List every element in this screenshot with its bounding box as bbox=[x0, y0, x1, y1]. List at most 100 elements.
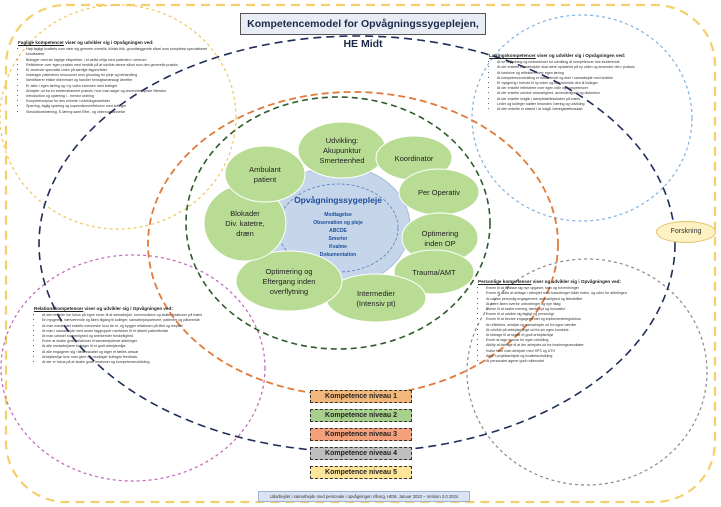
petal-label: dræn bbox=[236, 229, 254, 238]
competence-level-5: Kompetence niveau 5 bbox=[310, 466, 412, 479]
outer-yellow-frame bbox=[4, 3, 717, 504]
laerings-list-item: Leder og kolleger støtter hinanden i lær… bbox=[497, 102, 671, 107]
petal-shape bbox=[235, 250, 343, 312]
personlige-heading-rest: viser og udvikler sig i Opvågningen ved: bbox=[531, 279, 621, 284]
relations-list-item: At alle medarbejdere bidrager til et god… bbox=[42, 344, 248, 349]
personlige-list: Evnen til at tilpasse sig nye opgaver, k… bbox=[478, 286, 678, 364]
competence-level-3: Kompetence niveau 3 bbox=[310, 428, 412, 441]
petal-label: overflytning bbox=[270, 287, 308, 296]
competence-level-1: Kompetence niveau 1 bbox=[310, 390, 412, 403]
faglige-list-item: Simulationstræning, E-læring samt Efter-… bbox=[26, 110, 216, 115]
laerings-list: At se vejledning og instruktioner for ud… bbox=[489, 60, 671, 112]
petal-label: Optimering bbox=[422, 229, 459, 238]
petal-label: patient bbox=[254, 175, 277, 184]
relations-list-item: Evner at skabe gode relationer til samar… bbox=[42, 339, 248, 344]
personlige-list-item: Evnen til at udvikle sig fagligt og pers… bbox=[486, 312, 678, 317]
faglige-heading-rest: viser og udvikler sig i Opvågningen ved: bbox=[63, 40, 154, 45]
personlige-list-item: At bidrage til at skabe et godt arbejdsm… bbox=[486, 333, 678, 338]
petal-label: Smerteenhed bbox=[319, 156, 364, 165]
personlige-list-item: Evnen til at tilpasse sig nye opgaver, k… bbox=[486, 286, 678, 291]
personlige-list-item: Ability at bidrage til at der arbejdes u… bbox=[486, 343, 678, 348]
petal-label: inden OP bbox=[424, 239, 455, 248]
center-title: Opvågningssygepleje bbox=[294, 195, 382, 205]
laerings-heading: Læringskompetencer viser og udvikler sig… bbox=[489, 53, 671, 58]
personlige-list-item: Aktiv i projektarbejde og kvalitetsudvik… bbox=[486, 354, 678, 359]
laerings-list-item: At der enkelte indgår i arbejdsfællesska… bbox=[497, 97, 671, 102]
faglige-list-item: Højt fagligt kvalitets som viser sig gen… bbox=[26, 47, 216, 57]
laerings-list-item: At der enkelte medarbejder skal være opd… bbox=[497, 65, 671, 70]
competence-level-2: Kompetence niveau 2 bbox=[310, 409, 412, 422]
laerings-list-item: At kompetenceudvikling er fortløbende og… bbox=[497, 76, 671, 81]
petal-label: Eftergang inden bbox=[263, 277, 316, 286]
relations-panel: Relationskompetencer viser og udvikler s… bbox=[34, 306, 248, 365]
faglige-list-item: Reflekterer over egen praksis med henbli… bbox=[26, 63, 216, 68]
personlige-list-item: At personalet agerer godt rollemodel bbox=[486, 359, 678, 364]
relations-list-item: En nysgerrig, nærværende og åben tilgang… bbox=[42, 318, 248, 323]
laerings-list-item: At der enkelte udviser ansvarlighed, anv… bbox=[497, 91, 671, 96]
center-item: Observation og pleje bbox=[313, 220, 363, 226]
personlige-list-item: At udvise personlig engagement, ansvarli… bbox=[486, 297, 678, 302]
relations-heading-underlined: Relationskompetencer bbox=[34, 306, 84, 311]
faglige-list-item: Sparring, faglig sparring og supervision… bbox=[26, 104, 216, 109]
petal-label: Akupunktur bbox=[323, 146, 361, 155]
center-item: Smerter bbox=[329, 236, 348, 242]
faglige-list-item: Kompetenceplan for den enkelte i udvikli… bbox=[26, 99, 216, 104]
petal-label: Blokader bbox=[230, 209, 260, 218]
relations-list-item: At der er fokus på at skabe gode relatio… bbox=[42, 360, 248, 365]
competence-level-4: Kompetence niveau 4 bbox=[310, 447, 412, 460]
relations-list-item: At man i samarbejde med andre faggrupper… bbox=[42, 329, 248, 334]
faglige-list-item: Introduktion og oplæring i - mentor ordn… bbox=[26, 94, 216, 99]
petal-label: Optimering og bbox=[265, 267, 312, 276]
personlige-list-item: Evnen til at bevare engagementet og impl… bbox=[486, 317, 678, 322]
laerings-list-item: Er nysgerrig i forhold til ny viden og k… bbox=[497, 81, 671, 86]
faglige-list-item: Bidrager med sin faglige ekspertise, i e… bbox=[26, 58, 216, 63]
center-text: Opvågningssygepleje Modtagelse Observati… bbox=[294, 195, 382, 258]
personlige-list-item: At udvikle på arbejdsgange ud fra sin eg… bbox=[486, 328, 678, 333]
laerings-heading-rest: viser og udvikler sig i Opvågningen ved: bbox=[535, 53, 626, 58]
relations-heading-rest: viser og udvikler sig i Opvågningen ved: bbox=[83, 306, 173, 311]
center-item: Modtagelse bbox=[324, 212, 352, 218]
laerings-list-item: At den enkelte er stærkt i at indgå i læ… bbox=[497, 107, 671, 112]
page-title: Kompetencemodel for Opvågningssygeplejen… bbox=[240, 13, 486, 50]
laerings-panel: Læringskompetencer viser og udvikler sig… bbox=[489, 53, 671, 112]
petal-label: (Intensiv pt) bbox=[356, 299, 396, 308]
faglige-list-item: Arbejder ud fra en evidensbaseret praksi… bbox=[26, 89, 216, 94]
center-item: Dokumentation bbox=[320, 252, 356, 258]
faglige-heading-underlined: Faglige kompetencer bbox=[18, 40, 64, 45]
relations-list-item: At alle engagerer sig i fællesskabet og … bbox=[42, 350, 248, 355]
faglige-panel: Faglige kompetencer viser og udvikler si… bbox=[18, 40, 216, 115]
personlige-list-item: Evner at tage ansvar for egen udvikling bbox=[486, 338, 678, 343]
personlige-list-item: At være åben overfor udfordringer og nye… bbox=[486, 302, 678, 307]
laerings-circle bbox=[471, 14, 693, 222]
relations-list: At den enkelte har fokus på egne evner t… bbox=[34, 313, 248, 365]
center-item: ABCDE bbox=[329, 228, 347, 234]
footer-note: Udarbejdet i samarbejde med personale i … bbox=[258, 491, 470, 502]
personlige-heading-underlined: Personlige kompetencer bbox=[478, 279, 532, 284]
petal-label: Koordinator bbox=[395, 154, 434, 163]
laerings-heading-underlined: Læringskompetencer bbox=[489, 53, 536, 58]
center-item: Kvalme bbox=[329, 244, 347, 250]
relations-list-item: Arbejdsmiljø hvor man giver og modtager … bbox=[42, 355, 248, 360]
petal-label: Per Operativ bbox=[418, 188, 460, 197]
petal-shape bbox=[224, 145, 306, 203]
personlige-heading: Personlige kompetencer viser og udvikler… bbox=[478, 279, 678, 284]
laerings-list-item: At beskrive og reflektere over egen læri… bbox=[497, 71, 671, 76]
faglige-list-item: Identificerer etiske dilemmaer og handle… bbox=[26, 78, 216, 83]
personlige-list-item: At reflektere, arbejde og samarbejde ud … bbox=[486, 323, 678, 328]
petal-label: Intermedier bbox=[357, 289, 395, 298]
laerings-list-item: At der enkelte reflekterer over egen rol… bbox=[497, 86, 671, 91]
faglige-list: Højt fagligt kvalitets som viser sig gen… bbox=[18, 47, 216, 115]
petal-label: Div. katetre, bbox=[225, 219, 264, 228]
faglige-list-item: Er aktiv i egen læring og i ny viden sam… bbox=[26, 84, 216, 89]
personlige-list-item: Kultur hvor man arbejder med SPS og UTH bbox=[486, 349, 678, 354]
petal-label: Trauma/AMT bbox=[412, 268, 456, 277]
relations-heading: Relationskompetencer viser og udvikler s… bbox=[34, 306, 248, 311]
green-dashed-ellipse bbox=[185, 96, 491, 350]
laerings-list-item: At se vejledning og instruktioner for ud… bbox=[497, 60, 671, 65]
personlige-list-item: Evnen til aktivt at deltage i arbejdet m… bbox=[486, 291, 678, 296]
faglige-circle bbox=[0, 4, 237, 230]
relations-list-item: At den enkelte har fokus på egne evner t… bbox=[42, 313, 248, 318]
